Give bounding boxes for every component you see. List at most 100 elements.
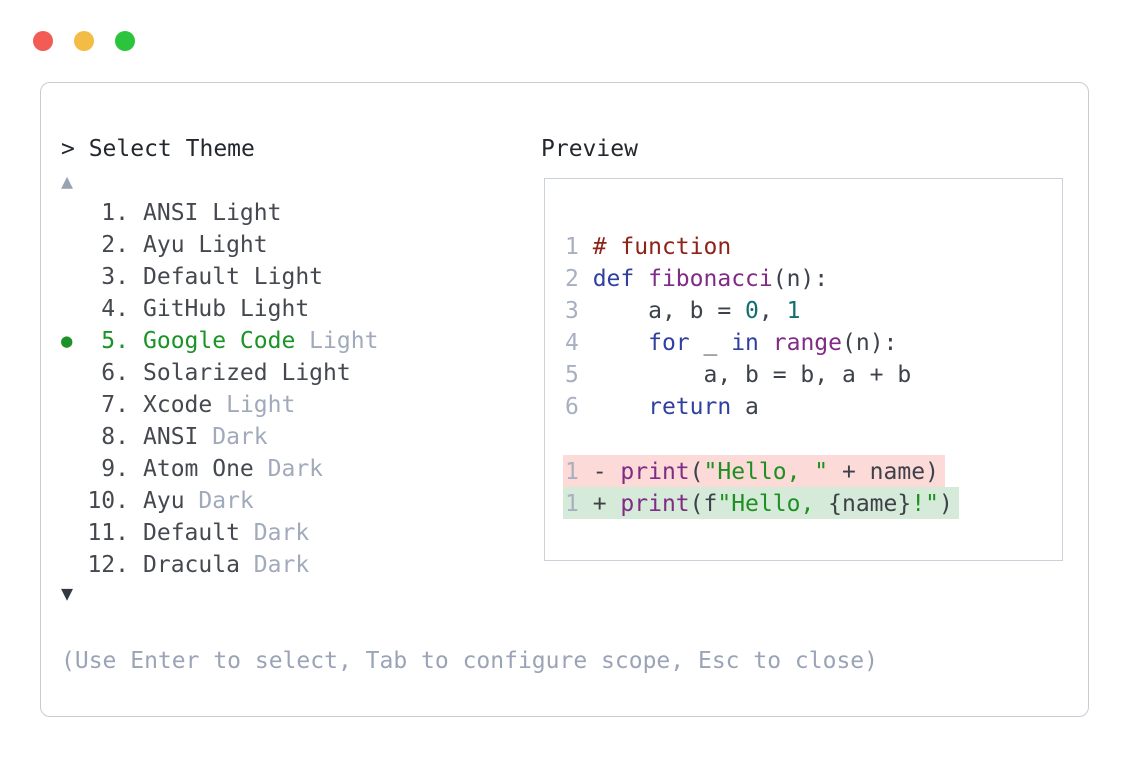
- preview-title: Preview: [541, 136, 638, 162]
- theme-list-item-8[interactable]: 8.ANSI Dark: [41, 421, 531, 453]
- token-plain: (n):: [772, 266, 829, 292]
- token-lineno: 5: [565, 362, 593, 388]
- code-line: [565, 423, 959, 455]
- theme-label: Dracula Dark: [143, 549, 309, 581]
- token-plain: _: [689, 330, 732, 356]
- theme-list-item-1[interactable]: 1. ANSI Light: [41, 197, 531, 229]
- theme-name: GitHub: [143, 296, 227, 322]
- theme-label: Ayu Dark: [143, 485, 254, 517]
- item-number: 9.: [101, 456, 129, 482]
- theme-label: Atom One Dark: [143, 453, 323, 485]
- item-number: 3.: [101, 264, 129, 290]
- bullet-spacer: [61, 517, 83, 549]
- theme-picker-panel: > Select Theme Preview ▲ 1. ANSI Light 2. A…: [40, 82, 1089, 717]
- token-string: !": [911, 491, 939, 517]
- token-keyword: def: [592, 266, 635, 292]
- minimize-button[interactable]: [74, 31, 94, 51]
- code-line: 6 return a: [565, 391, 959, 423]
- theme-name: Xcode: [143, 392, 213, 418]
- code-line: 1 + print(f"Hello, {name}!"): [563, 487, 959, 519]
- theme-list-item-10[interactable]: 10.Ayu Dark: [41, 485, 531, 517]
- theme-label: Google Code Light: [143, 325, 378, 357]
- theme-variant: Light: [295, 328, 379, 354]
- theme-label: GitHub Light: [143, 293, 309, 325]
- theme-variant: Light: [239, 264, 324, 290]
- theme-list-item-7[interactable]: 7.Xcode Light: [41, 389, 531, 421]
- theme-variant: Dark: [239, 520, 310, 546]
- item-number: 5.: [101, 328, 129, 354]
- theme-list-item-9[interactable]: 9. Atom One Dark: [41, 453, 531, 485]
- item-number: 2.: [101, 232, 129, 258]
- bullet-spacer: [61, 293, 83, 325]
- token-lineno: 1: [565, 491, 593, 517]
- diff-removed-highlight: 1 - print("Hello, " + name): [563, 455, 945, 487]
- theme-name: Default: [143, 520, 240, 546]
- token-plain: + name): [828, 459, 939, 485]
- theme-label: ANSI Light: [143, 197, 281, 229]
- token-plain: [759, 330, 773, 356]
- theme-variant: Dark: [184, 488, 254, 514]
- theme-label: ANSI Dark: [143, 421, 268, 453]
- close-button[interactable]: [33, 31, 53, 51]
- theme-name: Ayu: [143, 488, 185, 514]
- item-number: 1.: [101, 200, 129, 226]
- scroll-up-icon[interactable]: ▲: [61, 169, 74, 193]
- bullet-spacer: [61, 357, 83, 389]
- item-number: 12.: [87, 552, 129, 578]
- theme-name: Google Code: [143, 328, 296, 354]
- theme-name: ANSI: [143, 424, 199, 450]
- token-plain: ): [938, 491, 953, 517]
- theme-variant: Light: [212, 392, 296, 418]
- theme-name: ANSI: [143, 200, 199, 226]
- theme-list-item-11[interactable]: 11. Default Dark: [41, 517, 531, 549]
- theme-name: Solarized: [143, 360, 268, 386]
- item-number: 11.: [87, 520, 129, 546]
- theme-name: Dracula: [143, 552, 240, 578]
- theme-name: Ayu: [143, 232, 185, 258]
- token-plain: (: [689, 459, 704, 485]
- theme-label: Ayu Light: [143, 229, 268, 261]
- token-keyword: in: [731, 330, 759, 356]
- token-string: "Hello, ": [703, 459, 829, 485]
- picker-prompt: > Select Theme: [61, 136, 255, 162]
- scroll-down-icon[interactable]: ▼: [61, 581, 74, 605]
- theme-list-item-4[interactable]: 4. GitHub Light: [41, 293, 531, 325]
- theme-variant: Light: [198, 200, 282, 226]
- code-line: 2 def fibonacci(n):: [565, 263, 959, 295]
- theme-label: Solarized Light: [143, 357, 351, 389]
- token-lineno: 1: [565, 234, 593, 260]
- token-func: range: [772, 330, 842, 356]
- bullet-spacer: [61, 229, 83, 261]
- token-plain: [593, 394, 648, 420]
- token-plain: -: [592, 459, 621, 485]
- theme-list-item-3[interactable]: 3.Default Light: [41, 261, 531, 293]
- token-keyword: for: [648, 330, 690, 356]
- bullet-spacer: [61, 421, 83, 453]
- code-line: 1 - print("Hello, " + name): [563, 455, 959, 487]
- token-plain: [634, 266, 648, 292]
- token-func: print: [620, 459, 690, 485]
- token-lineno: 2: [565, 266, 593, 292]
- theme-label: Xcode Light: [143, 389, 295, 421]
- code-line: 4 for _ in range(n):: [565, 327, 959, 359]
- token-func: print: [620, 491, 690, 517]
- theme-list-item-5[interactable]: ● 5. Google Code Light: [41, 325, 531, 357]
- token-func: fibonacci: [648, 266, 773, 292]
- code-line: 5 a, b = b, a + b: [565, 359, 959, 391]
- theme-list-item-12[interactable]: 12. Dracula Dark: [41, 549, 531, 581]
- theme-label: Default Dark: [143, 517, 309, 549]
- theme-list-item-2[interactable]: 2. Ayu Light: [41, 229, 531, 261]
- bullet-spacer: [61, 261, 83, 293]
- code-line: 3 a, b = 0, 1: [565, 295, 959, 327]
- item-number: 4.: [101, 296, 129, 322]
- token-plain: a: [731, 394, 759, 420]
- keyboard-hint: (Use Enter to select, Tab to configure s…: [61, 648, 878, 674]
- zoom-button[interactable]: [115, 31, 135, 51]
- item-number: 6.: [101, 360, 129, 386]
- token-keyword: return: [648, 394, 732, 420]
- window-controls: [33, 31, 135, 51]
- selected-bullet-icon: ●: [61, 330, 73, 352]
- theme-list-item-6[interactable]: 6. Solarized Light: [41, 357, 531, 389]
